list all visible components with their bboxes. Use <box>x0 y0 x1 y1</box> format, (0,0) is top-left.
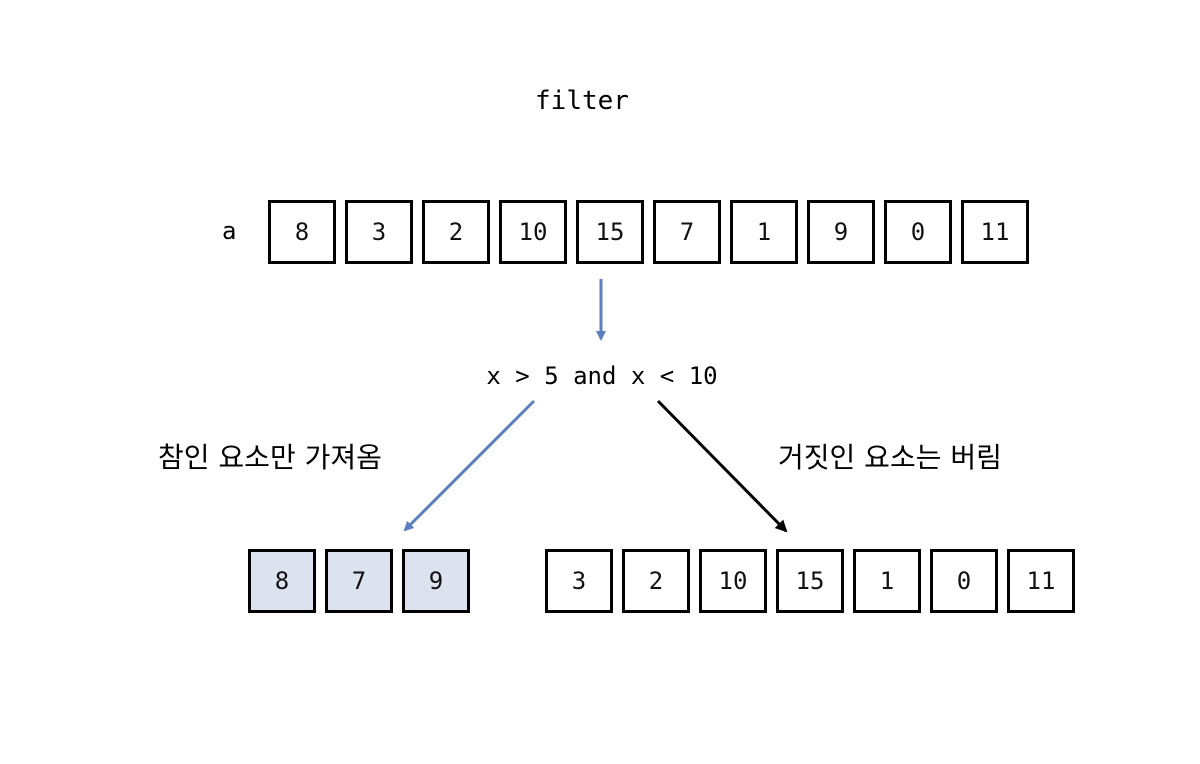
true-branch-arrow <box>403 399 536 532</box>
diagram-title: filter <box>535 86 629 116</box>
array-cell: 2 <box>422 200 490 264</box>
array-cell: 7 <box>653 200 721 264</box>
array-cell: 3 <box>345 200 413 264</box>
array-cell: 8 <box>248 549 316 613</box>
input-array-label: a <box>222 217 237 245</box>
array-cell: 2 <box>622 549 690 613</box>
array-cell: 11 <box>1007 549 1075 613</box>
array-cell: 7 <box>325 549 393 613</box>
filter-condition: x > 5 and x < 10 <box>486 362 718 390</box>
array-cell: 9 <box>402 549 470 613</box>
array-cell: 0 <box>884 200 952 264</box>
array-cell: 11 <box>961 200 1029 264</box>
array-cell: 10 <box>699 549 767 613</box>
array-cell: 1 <box>730 200 798 264</box>
array-cell: 9 <box>807 200 875 264</box>
array-cell: 10 <box>499 200 567 264</box>
false-branch-caption: 거짓인 요소는 버림 <box>778 441 1002 474</box>
array-cell: 8 <box>268 200 336 264</box>
array-cell: 15 <box>576 200 644 264</box>
false-branch-arrow <box>656 399 788 533</box>
array-cell: 0 <box>930 549 998 613</box>
true-branch-caption: 참인 요소만 가져옴 <box>158 441 382 474</box>
array-cell: 15 <box>776 549 844 613</box>
array-cell: 3 <box>545 549 613 613</box>
array-cell: 1 <box>853 549 921 613</box>
